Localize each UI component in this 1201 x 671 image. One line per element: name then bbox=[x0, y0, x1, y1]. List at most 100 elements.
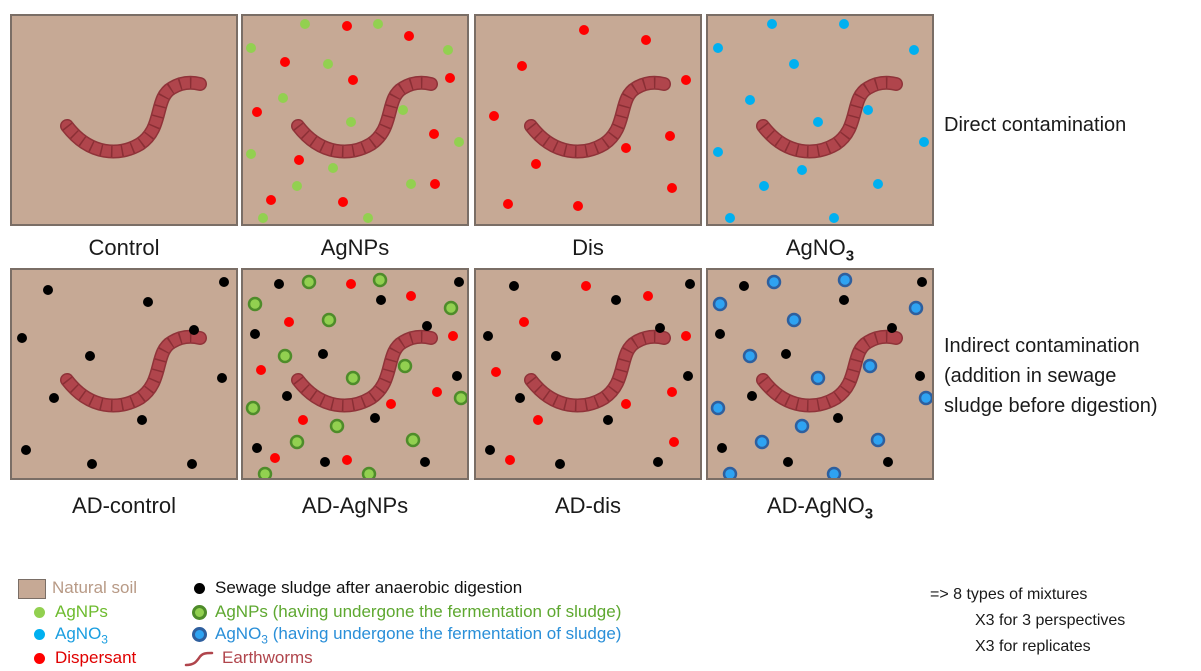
dispersant-dot bbox=[338, 197, 348, 207]
sludge-dot bbox=[376, 295, 386, 305]
sludge-dot bbox=[509, 281, 519, 291]
agnp-dot bbox=[246, 43, 256, 53]
agnp-dot bbox=[363, 213, 373, 223]
agno3-fermented-dot bbox=[794, 418, 810, 434]
sludge-dot bbox=[420, 457, 430, 467]
sludge-dot bbox=[685, 279, 695, 289]
row-label-direct: Direct contamination bbox=[944, 114, 1127, 136]
dispersant-dot bbox=[621, 143, 631, 153]
legend-agno3-fermented: AgNO3 (having undergone the fermentation… bbox=[192, 623, 621, 650]
legend-agnps: AgNPs bbox=[34, 601, 108, 623]
dispersant-dot bbox=[641, 35, 651, 45]
legend-agno3-label: AgNO bbox=[55, 624, 102, 643]
dispersant-dot bbox=[643, 291, 653, 301]
dispersant-dot bbox=[386, 399, 396, 409]
note-mixtures: => 8 types of mixtures bbox=[930, 586, 1088, 603]
agno3-dot bbox=[789, 59, 799, 69]
panel-ad-agnps bbox=[241, 268, 469, 480]
sludge-dots bbox=[483, 279, 695, 469]
sludge-dot bbox=[555, 459, 565, 469]
dispersant-dot bbox=[252, 107, 262, 117]
agnp-fermented-dot bbox=[372, 272, 388, 288]
earthworm-icon bbox=[756, 329, 903, 413]
sludge-dots bbox=[250, 277, 464, 467]
dispersant-dot bbox=[429, 129, 439, 139]
sludge-dot bbox=[655, 323, 665, 333]
legend-natural-soil: Natural soil bbox=[18, 577, 137, 599]
caption-agno3-text: AgNO bbox=[785, 235, 846, 260]
sludge-dot bbox=[189, 325, 199, 335]
note-replicates: X3 for replicates bbox=[975, 638, 1091, 655]
sludge-dot bbox=[515, 393, 525, 403]
agno3-fermented-dot bbox=[826, 466, 842, 478]
legend-dispersant: Dispersant bbox=[34, 647, 136, 669]
sludge-dot bbox=[274, 279, 284, 289]
sludge-dot bbox=[187, 459, 197, 469]
dispersant-dot bbox=[621, 399, 631, 409]
agno3-dot bbox=[759, 181, 769, 191]
caption-ad-agno3: AD-AgNO3 bbox=[705, 493, 935, 522]
agnp-dot bbox=[454, 137, 464, 147]
sludge-dot bbox=[739, 281, 749, 291]
earthworm-icon bbox=[291, 75, 438, 159]
sludge-dot bbox=[883, 457, 893, 467]
legend-agno3-fermented-label: AgNO bbox=[215, 624, 262, 643]
earthworm-icon bbox=[60, 329, 207, 413]
sludge-dot bbox=[219, 277, 229, 287]
sludge-dot bbox=[217, 373, 227, 383]
dispersant-dot bbox=[432, 387, 442, 397]
agno3-dot bbox=[797, 165, 807, 175]
sludge-dot bbox=[485, 445, 495, 455]
earthworm-legend-icon bbox=[184, 651, 214, 666]
agnp-dot bbox=[443, 45, 453, 55]
agno3-fermented-legend-dot bbox=[192, 627, 207, 643]
dispersant-dot bbox=[681, 75, 691, 85]
dispersant-dot bbox=[665, 131, 675, 141]
sludge-legend-dot bbox=[194, 583, 205, 595]
agnp-dot bbox=[328, 163, 338, 173]
caption-dis: Dis bbox=[572, 235, 604, 260]
sludge-dot bbox=[915, 371, 925, 381]
row-label-indirect-line2: (addition in sewage bbox=[944, 365, 1117, 387]
agnp-fermented-dots bbox=[245, 272, 467, 478]
agno3-fermented-dot bbox=[837, 272, 853, 288]
sludge-dot bbox=[551, 351, 561, 361]
dispersant-dots bbox=[252, 21, 455, 207]
sludge-dot bbox=[839, 295, 849, 305]
sludge-dot bbox=[452, 371, 462, 381]
caption-control: Control bbox=[88, 235, 160, 260]
earthworm-icon bbox=[524, 75, 671, 159]
sludge-dot bbox=[320, 457, 330, 467]
agno3-fermented-dot bbox=[870, 432, 886, 448]
sludge-dot bbox=[683, 371, 693, 381]
sludge-dot bbox=[717, 443, 727, 453]
sludge-dot bbox=[611, 295, 621, 305]
agnp-fermented-dot bbox=[321, 312, 337, 328]
dispersant-dot bbox=[256, 365, 266, 375]
agnp-dot bbox=[406, 179, 416, 189]
row-label-indirect: Indirect contamination (addition in sewa… bbox=[944, 331, 1157, 421]
dispersant-dot bbox=[284, 317, 294, 327]
dispersant-dot bbox=[294, 155, 304, 165]
agno3-dot bbox=[713, 43, 723, 53]
sludge-dots bbox=[715, 277, 927, 467]
agnp-fermented-dot bbox=[345, 370, 361, 386]
dispersant-dot bbox=[669, 437, 679, 447]
agno3-fermented-dot bbox=[712, 296, 728, 312]
sludge-dot bbox=[318, 349, 328, 359]
agno3-dot bbox=[745, 95, 755, 105]
panel-ad-dis bbox=[474, 268, 702, 480]
legend-natural-soil-label: Natural soil bbox=[52, 578, 138, 597]
dispersant-dot bbox=[681, 331, 691, 341]
dispersant-dot bbox=[489, 111, 499, 121]
sludge-dot bbox=[49, 393, 59, 403]
agnp-dot bbox=[292, 181, 302, 191]
caption-ad-control: AD-control bbox=[72, 493, 176, 518]
caption-agno3: AgNO3 bbox=[705, 235, 935, 264]
caption-ad-dis: AD-dis bbox=[554, 493, 621, 518]
agno3-fermented-dot bbox=[810, 370, 826, 386]
panel-dis bbox=[474, 14, 702, 226]
sludge-dot bbox=[454, 277, 464, 287]
agnp-dot bbox=[246, 149, 256, 159]
dispersant-dot bbox=[348, 75, 358, 85]
